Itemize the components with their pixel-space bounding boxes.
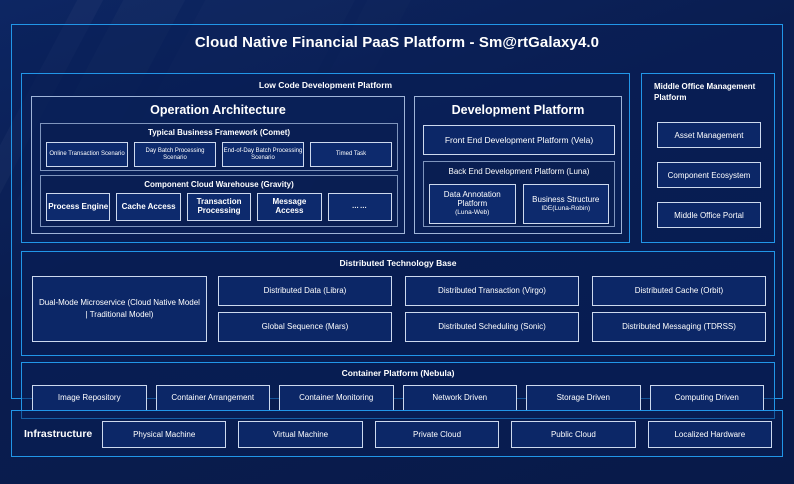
- dual-mode-microservice-box[interactable]: Dual-Mode Microservice (Cloud Native Mod…: [32, 276, 207, 342]
- development-platform-title: Development Platform: [451, 103, 585, 117]
- front-end-development-platform-box[interactable]: Front End Development Platform (Vela): [423, 125, 615, 155]
- business-scenario-chip[interactable]: Online Transaction Scenario: [46, 142, 128, 167]
- distributed-tech-item[interactable]: Distributed Messaging (TDRSS): [592, 312, 766, 342]
- low-code-platform-title: Low Code Development Platform: [258, 80, 393, 90]
- component-chip[interactable]: Message Access: [257, 193, 322, 221]
- platform-main-frame: Cloud Native Financial PaaS Platform - S…: [11, 24, 783, 419]
- operation-architecture-panel: Operation Architecture Typical Business …: [31, 96, 405, 234]
- development-platform-panel: Development Platform Front End Developme…: [414, 96, 622, 234]
- component-cloud-warehouse-items: Process Engine Cache Access Transaction …: [46, 193, 393, 221]
- distributed-tech-item[interactable]: Distributed Scheduling (Sonic): [405, 312, 579, 342]
- business-scenario-chip[interactable]: End-of-Day Batch Processing Scenario: [222, 142, 304, 167]
- container-platform-title: Container Platform (Nebula): [341, 368, 455, 378]
- container-platform-item[interactable]: Computing Driven: [649, 385, 764, 411]
- back-end-items: Data Annotation Platform (Luna-Web) Busi…: [429, 184, 609, 224]
- distributed-tech-item[interactable]: Distributed Cache (Orbit): [592, 276, 766, 306]
- container-platform-item[interactable]: Storage Driven: [526, 385, 641, 411]
- infrastructure-item[interactable]: Public Cloud: [511, 421, 636, 448]
- operation-architecture-title: Operation Architecture: [150, 103, 286, 117]
- middle-office-platform-title: Middle Office Management Platform: [654, 82, 756, 102]
- infrastructure-item[interactable]: Virtual Machine: [238, 421, 363, 448]
- typical-business-framework-title: Typical Business Framework (Comet): [147, 128, 291, 137]
- business-scenario-chip[interactable]: Day Batch Processing Scenario: [134, 142, 216, 167]
- component-chip[interactable]: Transaction Processing: [186, 193, 252, 221]
- typical-business-framework-items: Online Transaction Scenario Day Batch Pr…: [46, 142, 392, 167]
- infrastructure-items: Physical Machine Virtual Machine Private…: [102, 421, 773, 448]
- component-chip-more[interactable]: ……: [327, 193, 393, 221]
- distributed-technology-base-panel: Distributed Technology Base Dual-Mode Mi…: [21, 251, 775, 356]
- component-cloud-warehouse-title: Component Cloud Warehouse (Gravity): [144, 180, 294, 189]
- component-cloud-warehouse-panel: Component Cloud Warehouse (Gravity) Proc…: [40, 175, 398, 227]
- distributed-tech-item[interactable]: Distributed Data (Libra): [218, 276, 392, 306]
- infrastructure-panel: Infrastructure Physical Machine Virtual …: [11, 410, 783, 457]
- back-end-development-platform-title: Back End Development Platform (Luna): [448, 167, 590, 176]
- container-platform-item[interactable]: Container Arrangement: [155, 385, 270, 411]
- component-chip[interactable]: Process Engine: [46, 193, 111, 221]
- back-end-tool-codename: (Luna-Web): [455, 209, 490, 217]
- infrastructure-item[interactable]: Physical Machine: [102, 421, 227, 448]
- distributed-technology-items: Distributed Data (Libra) Distributed Tra…: [218, 276, 766, 342]
- component-chip[interactable]: Cache Access: [116, 193, 181, 221]
- middle-office-management-platform-panel: Middle Office Management Platform Asset …: [641, 73, 775, 243]
- infrastructure-item[interactable]: Localized Hardware: [647, 421, 773, 448]
- middle-office-item[interactable]: Middle Office Portal: [657, 202, 761, 228]
- distributed-tech-item[interactable]: Distributed Transaction (Virgo): [405, 276, 579, 306]
- low-code-development-platform-panel: Low Code Development Platform Operation …: [21, 73, 630, 243]
- business-scenario-chip[interactable]: Timed Task: [310, 142, 392, 167]
- back-end-tool-name: Data Annotation Platform: [443, 190, 501, 209]
- page-title: Cloud Native Financial PaaS Platform - S…: [194, 34, 600, 51]
- container-platform-item[interactable]: Container Monitoring: [279, 385, 394, 411]
- middle-office-item[interactable]: Component Ecosystem: [657, 162, 761, 188]
- container-platform-item[interactable]: Image Repository: [32, 385, 147, 411]
- infrastructure-item[interactable]: Private Cloud: [374, 421, 500, 448]
- distributed-tech-item[interactable]: Global Sequence (Mars): [218, 312, 392, 342]
- container-platform-items: Image Repository Container Arrangement C…: [32, 385, 764, 411]
- typical-business-framework-panel: Typical Business Framework (Comet) Onlin…: [40, 123, 398, 171]
- back-end-tool-chip[interactable]: Business Structure IDE(Luna-Robin): [522, 184, 609, 224]
- distributed-technology-base-title: Distributed Technology Base: [339, 258, 457, 268]
- back-end-development-platform-panel: Back End Development Platform (Luna) Dat…: [423, 161, 615, 227]
- middle-office-item[interactable]: Asset Management: [657, 122, 761, 148]
- back-end-tool-chip[interactable]: Data Annotation Platform (Luna-Web): [429, 184, 516, 224]
- back-end-tool-codename: IDE(Luna-Robin): [541, 204, 591, 212]
- container-platform-item[interactable]: Network Driven: [402, 385, 517, 411]
- infrastructure-label: Infrastructure: [24, 427, 93, 440]
- container-platform-panel: Container Platform (Nebula) Image Reposi…: [21, 362, 775, 419]
- back-end-tool-name: Business Structure: [532, 194, 600, 204]
